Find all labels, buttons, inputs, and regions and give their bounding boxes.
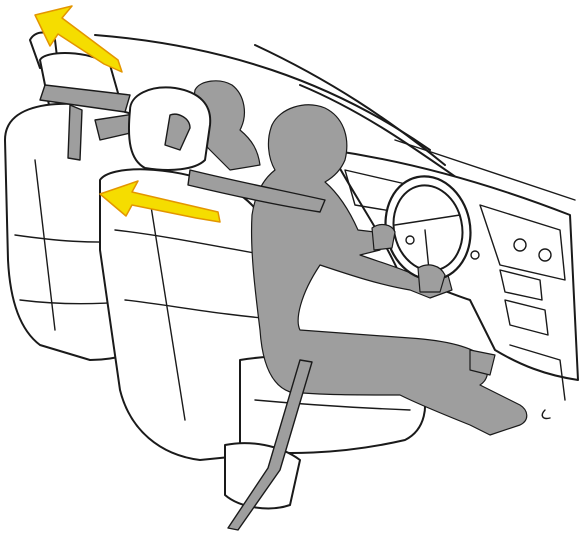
front-headrest — [129, 87, 210, 169]
